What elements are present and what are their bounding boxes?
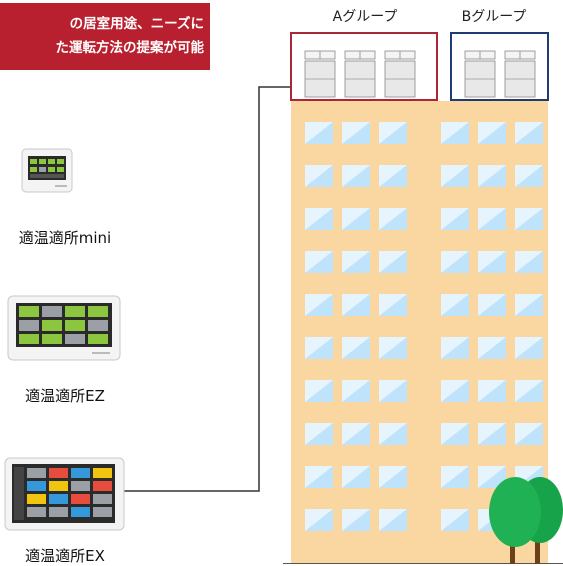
outdoor-unit-icon	[304, 50, 336, 98]
window-highlight	[379, 380, 407, 402]
window-highlight	[305, 337, 333, 359]
window-highlight	[305, 509, 333, 531]
window-highlight	[379, 122, 407, 144]
window-highlight	[441, 466, 469, 488]
window-highlight	[478, 208, 506, 230]
window-highlight	[379, 294, 407, 316]
window-highlight	[441, 122, 469, 144]
controller-ez-icon	[7, 295, 121, 361]
headline-banner: の居室用途、ニーズに た運転方法の提案が可能	[0, 3, 210, 70]
window-highlight	[379, 466, 407, 488]
window-highlight	[342, 165, 370, 187]
window-highlight	[441, 509, 469, 531]
device-label-ez: 適温適所EZ	[25, 387, 105, 405]
window-highlight	[515, 337, 543, 359]
window-highlight	[379, 337, 407, 359]
window-highlight	[342, 509, 370, 531]
window-highlight	[305, 380, 333, 402]
window-highlight	[305, 165, 333, 187]
window-highlight	[379, 509, 407, 531]
window-highlight	[515, 423, 543, 445]
window-highlight	[478, 165, 506, 187]
window-highlight	[342, 380, 370, 402]
window-highlight	[515, 208, 543, 230]
outdoor-unit-icon	[344, 50, 376, 98]
window-highlight	[515, 122, 543, 144]
window-highlight	[305, 208, 333, 230]
window-highlight	[342, 122, 370, 144]
window-highlight	[441, 380, 469, 402]
window-highlight	[379, 165, 407, 187]
building-windows	[305, 122, 543, 531]
headline-line-2: た運転方法の提案が可能	[55, 40, 205, 56]
device-label-ex: 適温適所EX	[25, 547, 105, 565]
group-a-label: Aグループ	[332, 9, 398, 25]
window-highlight	[342, 423, 370, 445]
device-label-mini: 適温適所mini	[18, 229, 112, 247]
connection-line	[124, 86, 292, 492]
outdoor-unit-icon	[504, 50, 536, 98]
outdoor-unit-icon	[464, 50, 496, 98]
window-highlight	[441, 423, 469, 445]
window-highlight	[305, 466, 333, 488]
group-b-label: Bグループ	[461, 9, 527, 25]
controller-ex-icon	[4, 457, 125, 531]
headline-line-1: の居室用途、ニーズに	[69, 16, 204, 32]
window-highlight	[441, 294, 469, 316]
group-b-box	[450, 32, 549, 101]
window-highlight	[305, 294, 333, 316]
window-highlight	[305, 423, 333, 445]
window-highlight	[478, 122, 506, 144]
window-highlight	[515, 294, 543, 316]
window-highlight	[342, 294, 370, 316]
window-highlight	[441, 251, 469, 273]
window-highlight	[515, 380, 543, 402]
window-highlight	[441, 165, 469, 187]
controller-mini-icon	[21, 148, 73, 193]
window-highlight	[305, 122, 333, 144]
window-highlight	[478, 466, 506, 488]
window-highlight	[379, 423, 407, 445]
tree-icon	[489, 477, 563, 564]
outdoor-unit-icon	[384, 50, 416, 98]
window-highlight	[478, 337, 506, 359]
window-highlight	[305, 251, 333, 273]
window-highlight	[441, 337, 469, 359]
outdoor-units	[304, 50, 536, 98]
window-highlight	[515, 251, 543, 273]
window-highlight	[478, 380, 506, 402]
window-highlight	[478, 423, 506, 445]
window-highlight	[379, 251, 407, 273]
window-highlight	[342, 251, 370, 273]
window-highlight	[342, 466, 370, 488]
window-highlight	[441, 208, 469, 230]
window-highlight	[515, 165, 543, 187]
group-a-box	[290, 32, 438, 101]
window-highlight	[478, 294, 506, 316]
window-highlight	[342, 208, 370, 230]
window-highlight	[342, 337, 370, 359]
window-highlight	[478, 251, 506, 273]
window-highlight	[379, 208, 407, 230]
